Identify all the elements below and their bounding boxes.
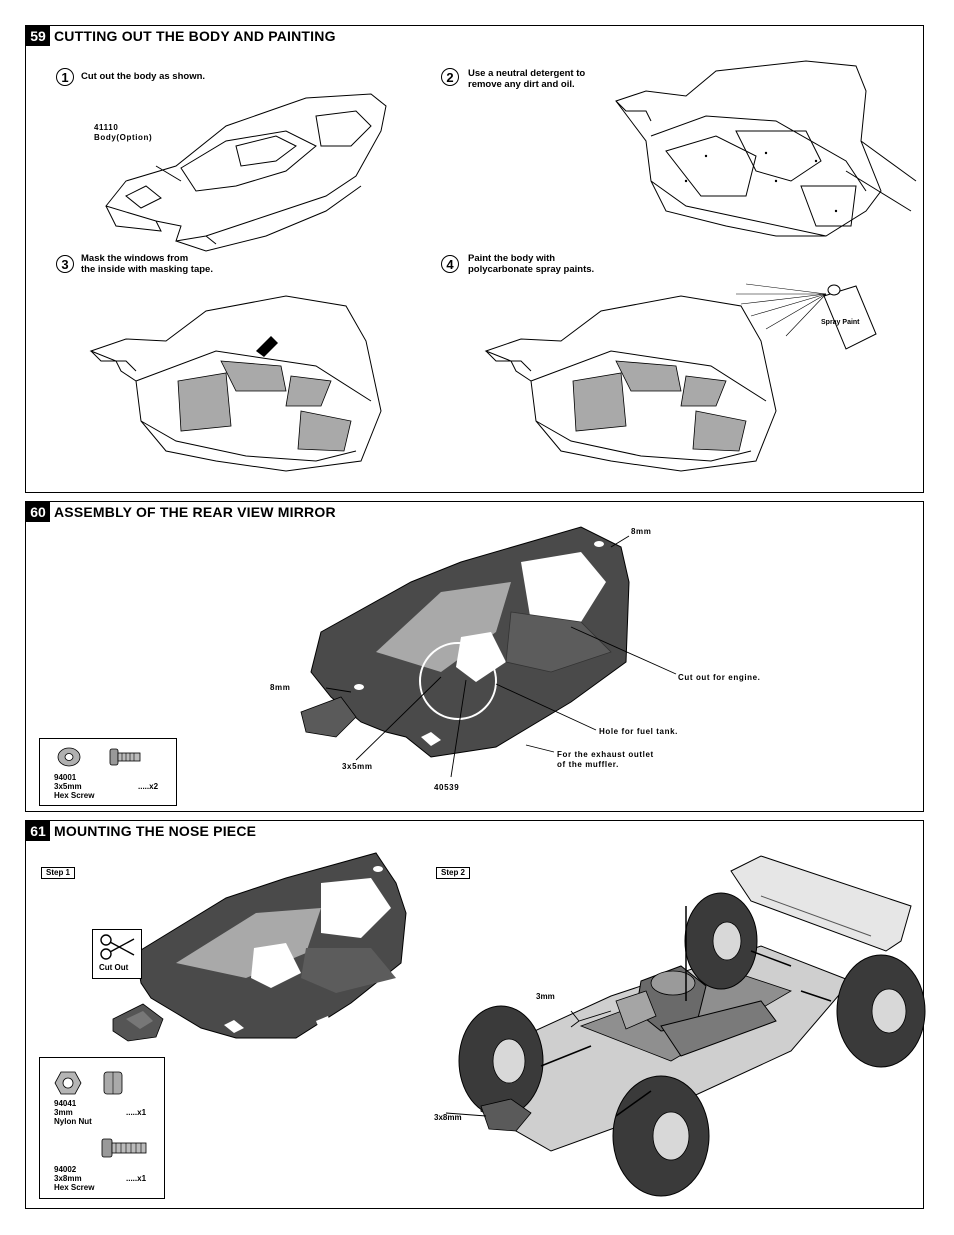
- section-number: 60: [26, 502, 50, 522]
- section-title: CUTTING OUT THE BODY AND PAINTING: [54, 28, 336, 44]
- painted-body-illustration: [484, 295, 777, 472]
- washer-icon: [57, 747, 81, 767]
- callout-8mm-left: 8mm: [270, 683, 291, 692]
- buggy-illustration: [445, 855, 926, 1197]
- part-size: 3x8mm: [54, 1174, 82, 1183]
- part-qty: .....x2: [138, 782, 159, 791]
- section-60: 60 ASSEMBLY OF THE REAR VIEW MIRROR 8mm …: [25, 501, 924, 812]
- part-code: 94041: [54, 1099, 77, 1108]
- section-59: 59 CUTTING OUT THE BODY AND PAINTING 1 C…: [25, 25, 924, 493]
- screw-icon: [109, 748, 141, 766]
- callout-screw: 3x5mm: [342, 762, 373, 771]
- part-size: 3mm: [54, 1108, 73, 1117]
- callout-screw: 3x8mm: [434, 1113, 462, 1122]
- scissors-icon: [100, 934, 135, 960]
- cut-out-label: Cut Out: [99, 963, 129, 972]
- step-4-text: Paint the body with polycarbonate spray …: [468, 253, 595, 275]
- step-1-number: 1: [56, 68, 74, 86]
- callout-8mm-top: 8mm: [631, 527, 652, 536]
- body-mirror-illustration: [300, 526, 630, 758]
- spray-paint-label: Spray Paint: [821, 319, 860, 326]
- callout-engine: Cut out for engine.: [678, 673, 761, 682]
- callout-nut: 3mm: [536, 992, 555, 1001]
- part-size: 3x5mm: [54, 782, 82, 791]
- step-3-number: 3: [56, 255, 74, 273]
- nut-icon: [103, 1071, 123, 1095]
- parts-box: 94041 3mm Nylon Nut .....x1 94002 3x8mm …: [39, 1057, 165, 1199]
- section-number: 61: [26, 821, 50, 841]
- part-name: Nylon Nut: [54, 1117, 92, 1126]
- callout-exhaust: For the exhaust outlet of the muffler.: [557, 750, 654, 769]
- nose-piece-illustration: [112, 1003, 164, 1042]
- section-title: ASSEMBLY OF THE REAR VIEW MIRROR: [54, 504, 336, 520]
- spray-can-icon: [736, 283, 877, 350]
- callout-lines: [325, 535, 677, 778]
- section-title: MOUNTING THE NOSE PIECE: [54, 823, 257, 839]
- step-2-label: Step 2: [436, 867, 471, 879]
- cut-out-box: Cut Out: [92, 929, 142, 979]
- body-part-label: 41110 Body(Option): [94, 123, 153, 142]
- step-1-label: Step 1: [41, 867, 76, 879]
- masked-body-illustration: [89, 295, 382, 472]
- callout-fuel: Hole for fuel tank.: [599, 727, 678, 736]
- part-qty: .....x1: [126, 1108, 147, 1117]
- body-outline-illustration-2: [615, 60, 917, 237]
- part-code: 94002: [54, 1165, 77, 1174]
- section-number: 59: [26, 26, 50, 46]
- nut-icon: [54, 1071, 82, 1095]
- part-name: Hex Screw: [54, 791, 95, 800]
- section-61: 61 MOUNTING THE NOSE PIECE Step 1 Step 2…: [25, 820, 926, 1209]
- step-4-number: 4: [441, 255, 459, 273]
- callout-part: 40539: [434, 783, 460, 792]
- parts-box: 94001 3x5mm Hex Screw .....x2: [39, 738, 177, 806]
- screw-icon: [101, 1138, 147, 1158]
- part-name: Hex Screw: [54, 1183, 95, 1192]
- step-1-text: Cut out the body as shown.: [81, 71, 206, 82]
- body-outline-illustration-1: [105, 93, 387, 252]
- step-2-number: 2: [441, 68, 459, 86]
- step-2-text: Use a neutral detergent to remove any di…: [468, 68, 586, 90]
- body-nose-illustration: [135, 852, 407, 1039]
- step-3-text: Mask the windows from the inside with ma…: [81, 253, 213, 275]
- part-qty: .....x1: [126, 1174, 147, 1183]
- part-code: 94001: [54, 773, 77, 782]
